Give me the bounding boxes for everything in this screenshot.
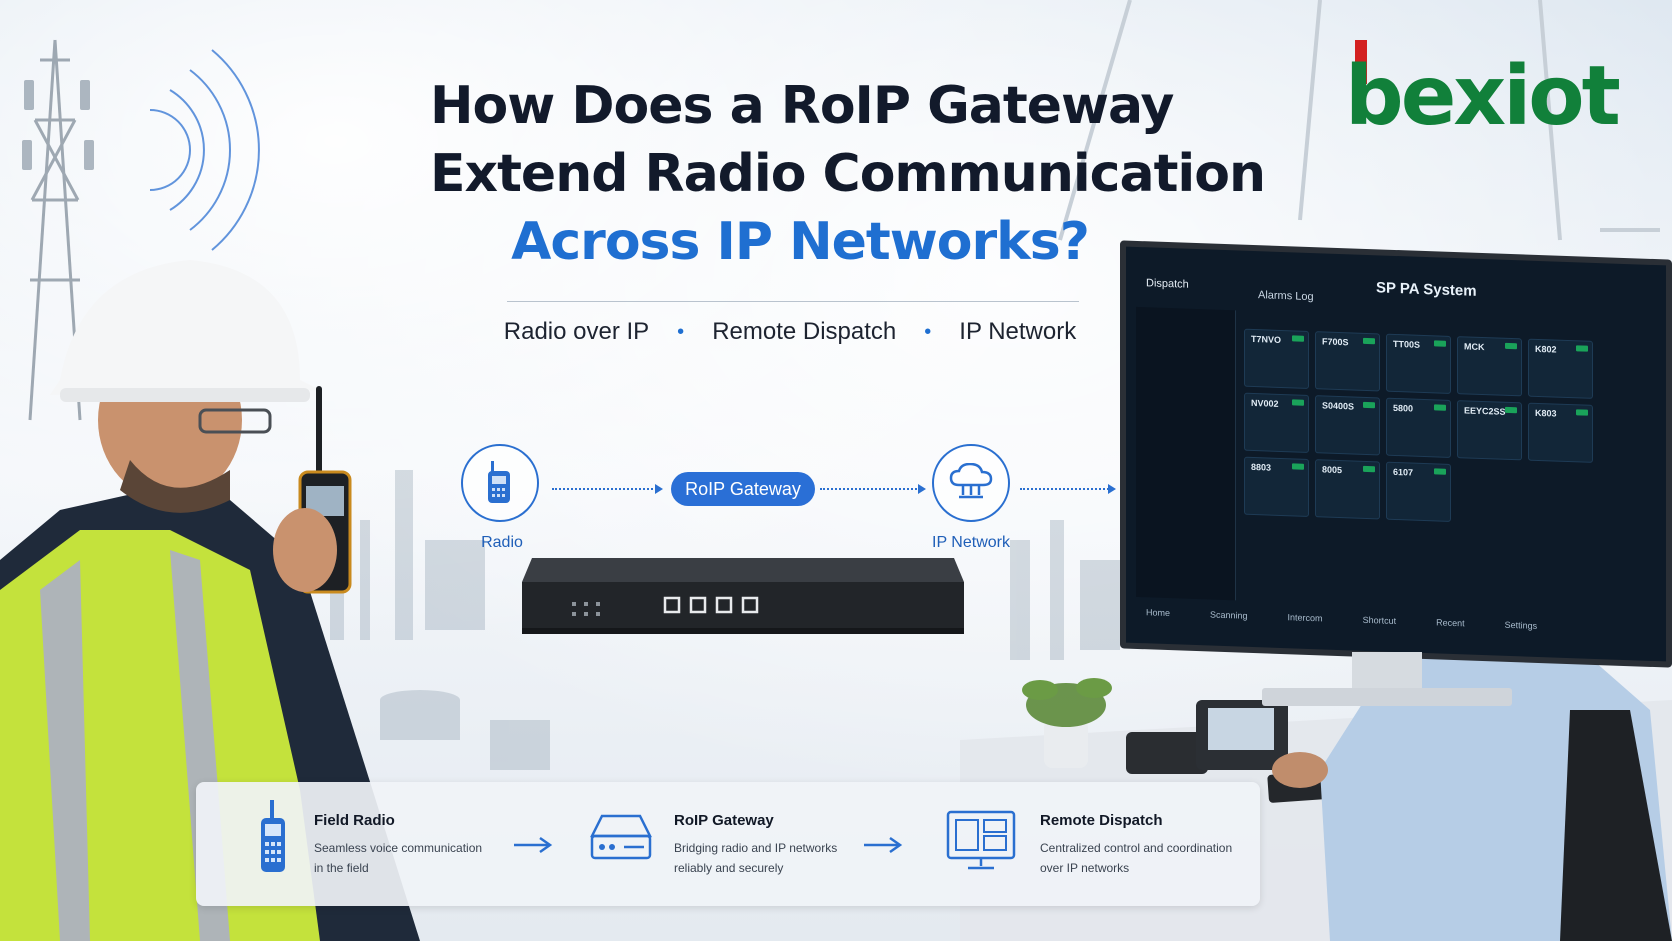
flow-connector xyxy=(820,488,920,490)
flow-connector xyxy=(1020,488,1112,490)
arrow-right-icon xyxy=(514,836,553,854)
monitor-stand-base xyxy=(1262,688,1512,706)
nav-scanning[interactable]: Scanning xyxy=(1210,609,1248,621)
bexiot-logo: bexiot xyxy=(1345,40,1623,138)
logo-wordmark: bexiot xyxy=(1345,49,1620,138)
headline-line-1: How Does a RoIP Gateway xyxy=(430,76,1174,136)
topic-tags: Radio over IP • Remote Dispatch • IP Net… xyxy=(480,318,1100,346)
separator-dot-icon: • xyxy=(677,320,685,343)
monitor-bottom-nav: Home Scanning Intercom Shortcut Recent S… xyxy=(1146,607,1646,634)
tag-ip-network: IP Network xyxy=(959,318,1077,345)
step-remote-dispatch: Remote Dispatch Centralized control and … xyxy=(916,782,1260,906)
step-title: Remote Dispatch xyxy=(1040,812,1163,829)
channel-tile[interactable]: TT00S xyxy=(1386,333,1451,394)
channel-tile[interactable]: NV002 xyxy=(1244,392,1309,453)
roip-gateway-device xyxy=(522,558,964,634)
nav-home[interactable]: Home xyxy=(1146,607,1171,619)
channel-tile[interactable]: 8005 xyxy=(1315,459,1380,520)
step-roip-gateway: RoIP Gateway Bridging radio and IP netwo… xyxy=(556,782,896,906)
process-steps-card: Field Radio Seamless voice communication… xyxy=(196,782,1260,906)
nav-shortcut[interactable]: Shortcut xyxy=(1362,614,1397,627)
channel-tile[interactable]: T7NVO xyxy=(1244,328,1309,389)
system-title: SP PA System xyxy=(1376,279,1477,300)
radio-label: Radio xyxy=(481,534,523,551)
channel-tile[interactable]: K802 xyxy=(1528,338,1593,399)
ip-network-node xyxy=(932,444,1010,522)
channel-tile[interactable]: MCK xyxy=(1457,336,1522,397)
channel-tile[interactable]: K803 xyxy=(1528,402,1593,463)
tag-remote-dispatch: Remote Dispatch xyxy=(712,318,897,345)
step-title: RoIP Gateway xyxy=(674,812,774,829)
headline-line-3: Across IP Networks? xyxy=(511,212,1090,272)
dispatch-monitor: Dispatch Alarms Log SP PA System T7NVO F… xyxy=(1120,240,1672,668)
radio-icon xyxy=(261,800,285,872)
step-title: Field Radio xyxy=(314,812,395,829)
arrow-right-icon xyxy=(864,836,903,854)
arrow-right-icon xyxy=(918,484,926,494)
gateway-icon xyxy=(590,814,652,860)
channel-tile[interactable]: 6107 xyxy=(1386,461,1451,522)
step-field-radio: Field Radio Seamless voice communication… xyxy=(196,782,496,906)
channel-tile[interactable]: EEYC2SS xyxy=(1457,400,1522,461)
ip-network-label: IP Network xyxy=(932,534,1010,551)
channel-tile[interactable]: 5800 xyxy=(1386,397,1451,458)
headline: How Does a RoIP Gateway Extend Radio Com… xyxy=(430,72,1266,276)
dispatch-tab[interactable]: Dispatch xyxy=(1146,277,1189,291)
channel-tile[interactable]: F700S xyxy=(1315,331,1380,392)
headline-divider xyxy=(507,301,1079,302)
monitor-stand xyxy=(1352,652,1422,692)
tag-radio-over-ip: Radio over IP xyxy=(503,318,650,345)
roip-gateway-badge: RoIP Gateway xyxy=(671,472,815,506)
arrow-right-icon xyxy=(655,484,663,494)
channel-tile[interactable]: 8803 xyxy=(1244,456,1309,517)
channel-tile[interactable]: S0400S xyxy=(1315,395,1380,456)
flow-connector xyxy=(552,488,657,490)
nav-settings[interactable]: Settings xyxy=(1504,619,1538,631)
nav-recent[interactable]: Recent xyxy=(1436,617,1465,629)
nav-intercom[interactable]: Intercom xyxy=(1287,612,1323,624)
headline-line-2: Extend Radio Communication xyxy=(430,144,1266,204)
radio-node xyxy=(461,444,539,522)
arrow-right-icon xyxy=(1108,484,1116,494)
alarms-log-tab[interactable]: Alarms Log xyxy=(1258,289,1314,304)
dispatch-console-icon xyxy=(946,810,1016,870)
separator-dot-icon: • xyxy=(924,320,932,343)
channel-grid: T7NVO F700S TT00S MCK K802 NV002 S0400S … xyxy=(1244,328,1664,530)
monitor-sidebar xyxy=(1136,306,1236,601)
walkie-talkie-icon xyxy=(488,461,510,503)
cloud-network-icon xyxy=(949,463,993,499)
